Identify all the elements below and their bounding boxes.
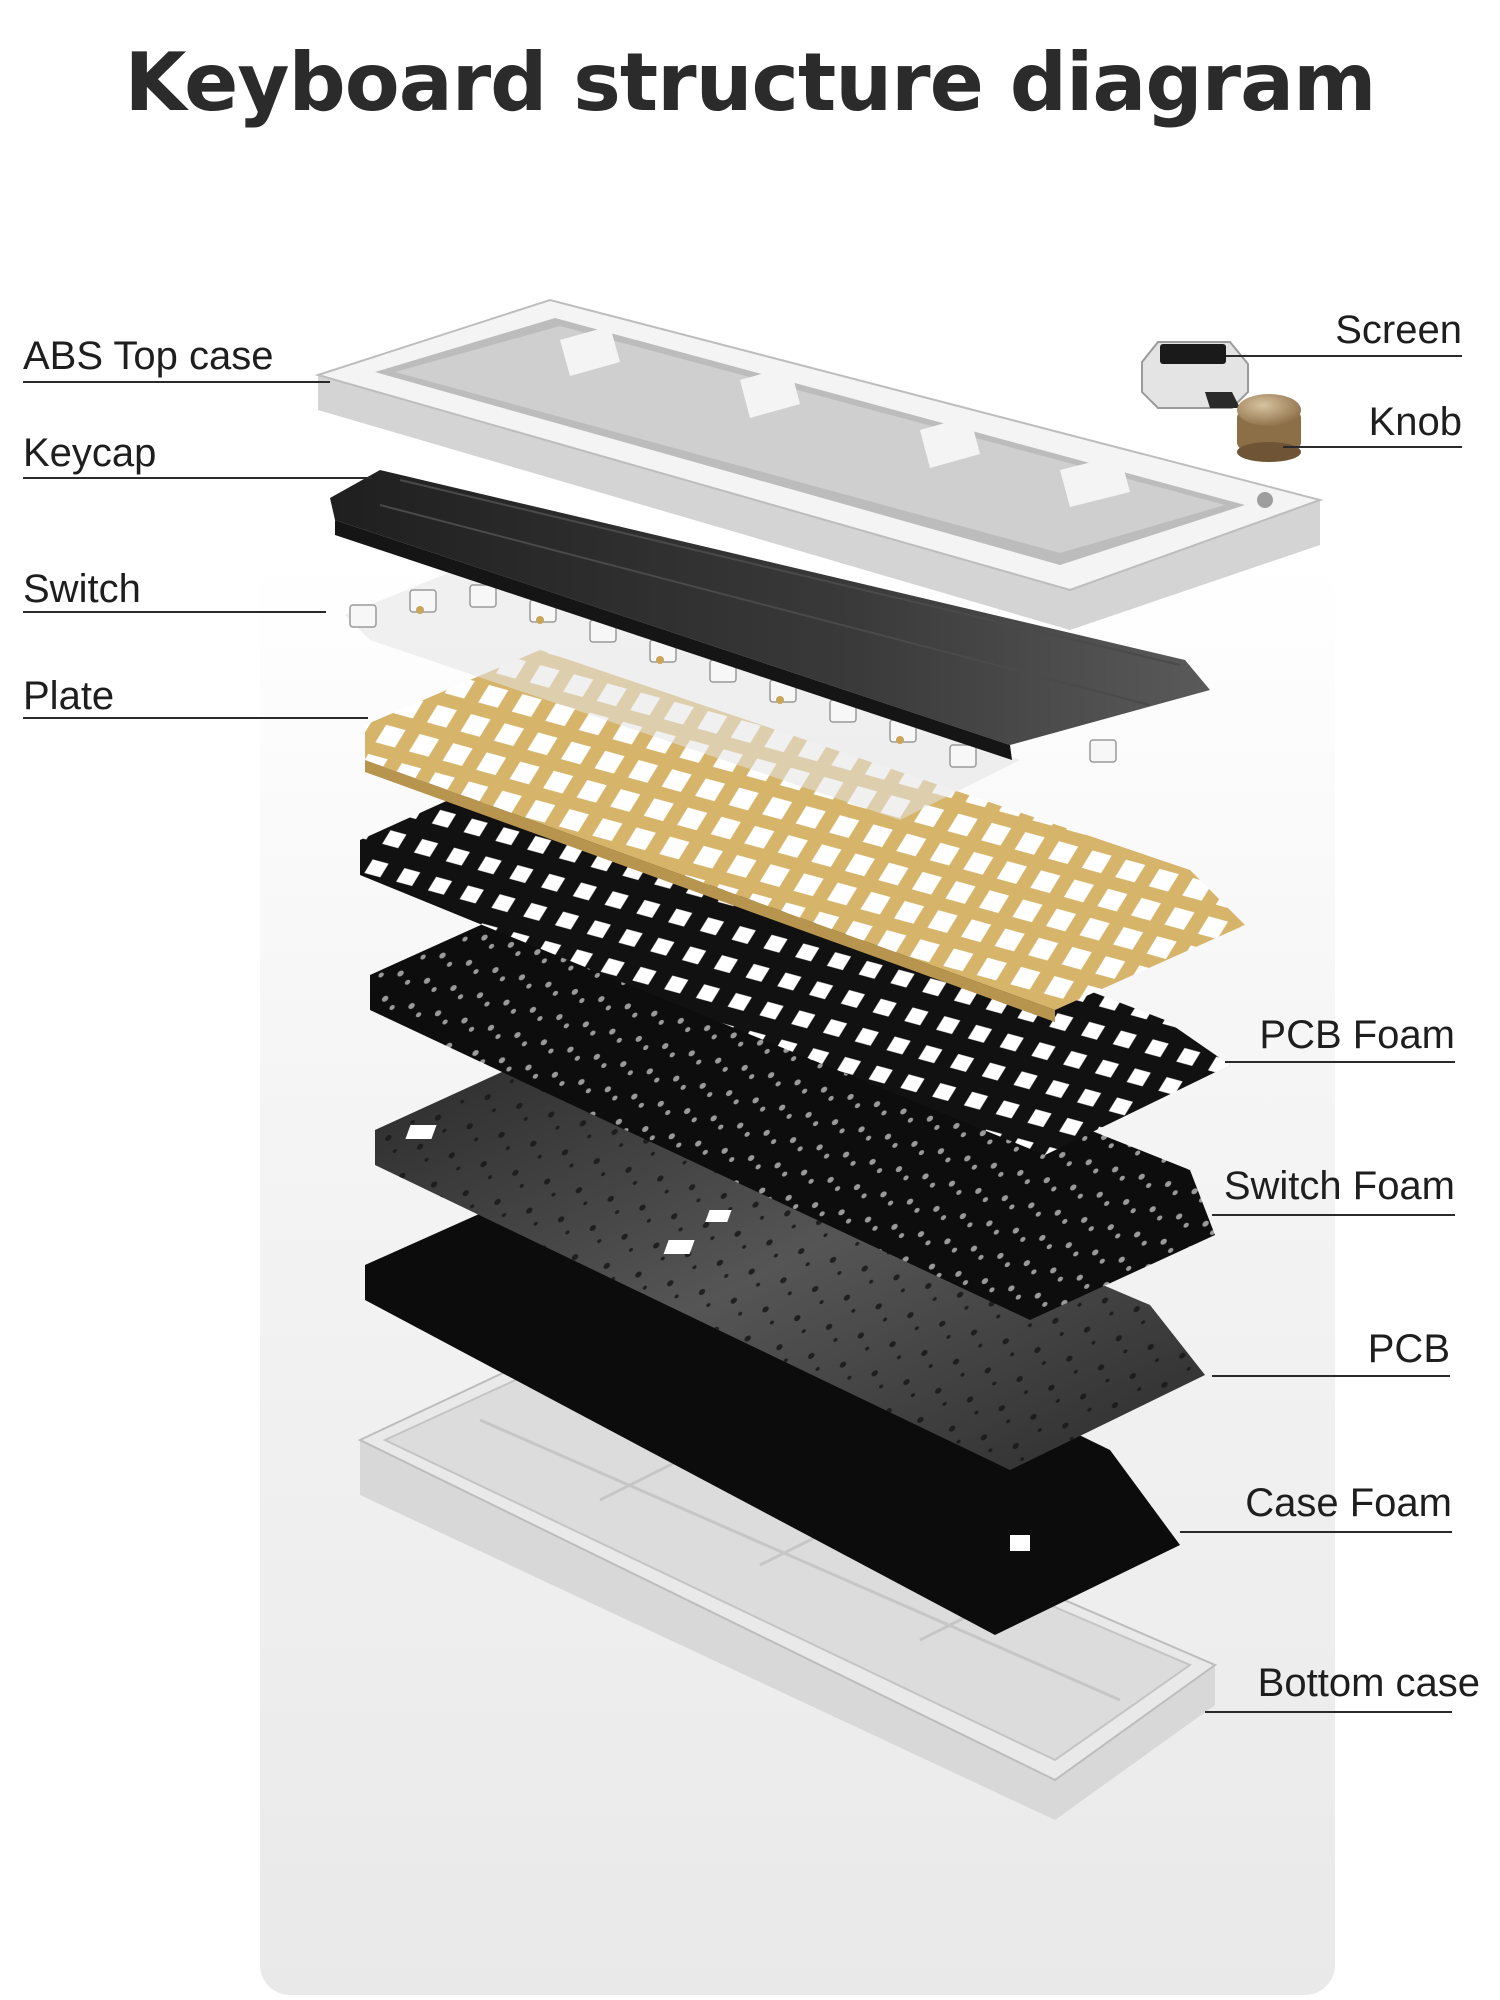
label-pcb-foam: PCB Foam bbox=[1259, 1013, 1455, 1057]
bottom-case-part bbox=[357, 1363, 1218, 1820]
leader-lines bbox=[23, 355, 1462, 1713]
switch-foam-part bbox=[370, 905, 1215, 1320]
label-case-foam: Case Foam bbox=[1245, 1481, 1452, 1525]
screen-part bbox=[1141, 341, 1249, 409]
keycap-part bbox=[330, 470, 1210, 760]
label-plate: Plate bbox=[23, 674, 115, 718]
page-title: Keyboard structure diagram bbox=[124, 36, 1377, 129]
pcb-foam-part bbox=[360, 770, 1230, 1155]
case-foam-part bbox=[365, 1180, 1180, 1635]
switch-cluster-part bbox=[345, 560, 1117, 820]
label-switch: Switch bbox=[23, 567, 141, 611]
label-knob: Knob bbox=[1368, 400, 1462, 444]
pcb-part bbox=[375, 1050, 1205, 1470]
label-screen: Screen bbox=[1335, 308, 1462, 352]
label-pcb: PCB bbox=[1367, 1327, 1450, 1371]
top-case-part bbox=[314, 298, 1324, 630]
label-switch-foam: Switch Foam bbox=[1223, 1164, 1455, 1208]
knob-part bbox=[1237, 394, 1301, 462]
label-abs-top-case: ABS Top case bbox=[23, 334, 274, 378]
label-keycap: Keycap bbox=[23, 431, 157, 475]
plate-part bbox=[365, 650, 1245, 1022]
label-bottom-case: Bottom case bbox=[1257, 1661, 1480, 1705]
